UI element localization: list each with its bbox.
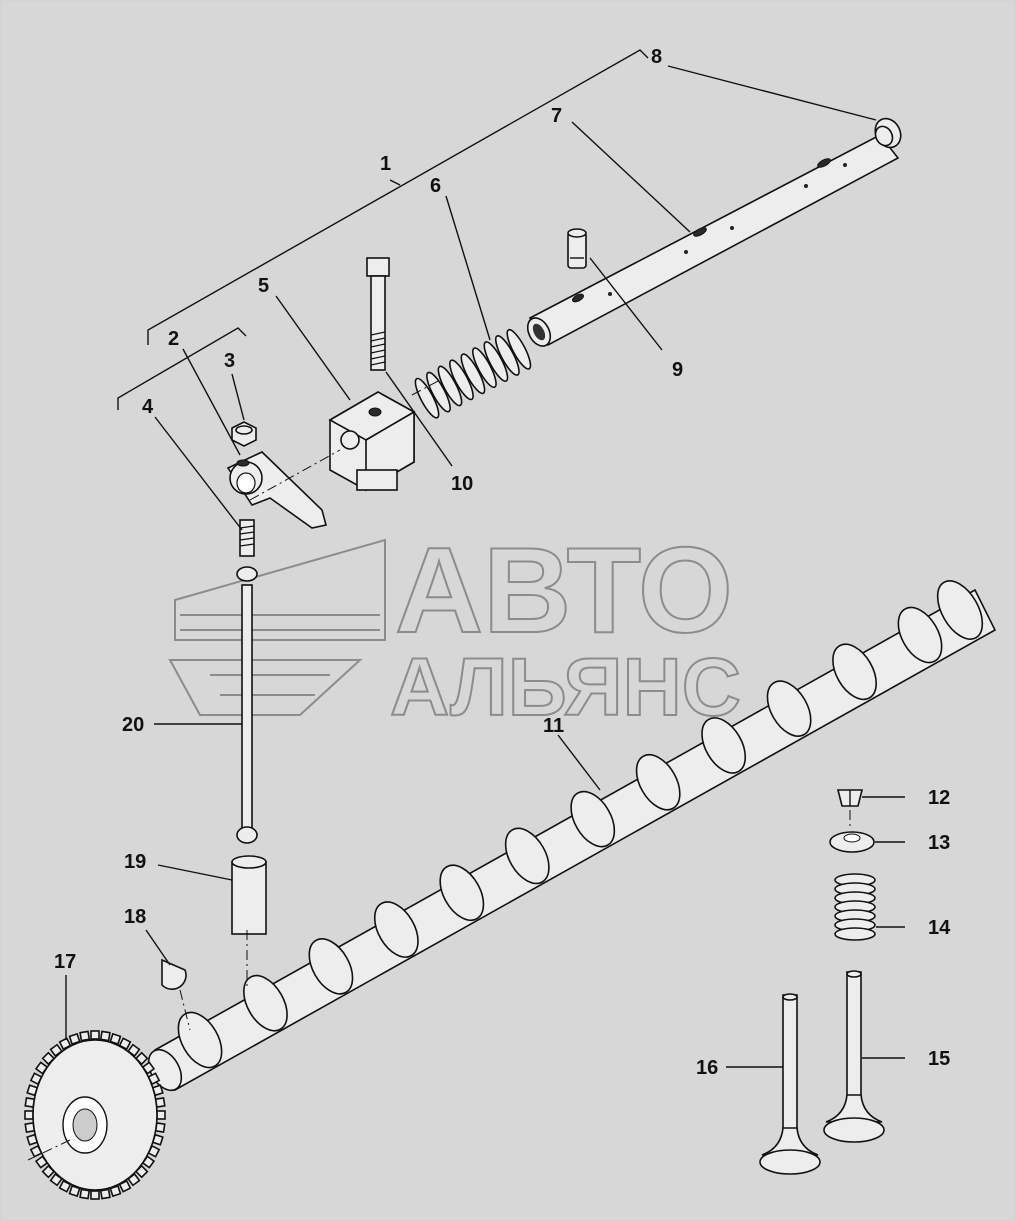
alignment-lines xyxy=(27,379,851,1161)
shaft-spring xyxy=(414,328,532,419)
callout-14: 14 xyxy=(928,917,951,939)
callout-12: 12 xyxy=(928,787,950,809)
rocker-arm xyxy=(226,451,327,529)
callout-3: 3 xyxy=(224,350,235,372)
callout-4: 4 xyxy=(142,396,154,418)
watermark-line1: АВТО xyxy=(395,522,733,658)
gear-tooth xyxy=(79,1030,91,1042)
leader-1 xyxy=(389,179,401,186)
lock-nut xyxy=(231,421,257,447)
callout-18: 18 xyxy=(124,906,146,928)
watermark-line2: АЛЬЯНС xyxy=(390,642,741,733)
callout-7: 7 xyxy=(551,105,562,127)
callout-13: 13 xyxy=(928,832,950,854)
gear-tooth xyxy=(90,1190,100,1200)
callout-2: 2 xyxy=(168,328,179,350)
valve-spring-coil xyxy=(834,927,876,941)
callout-5: 5 xyxy=(258,275,269,297)
callout-11: 11 xyxy=(543,715,564,737)
cam-lobe xyxy=(635,753,681,811)
gear-tooth xyxy=(99,1030,111,1042)
cam-lobe xyxy=(243,974,288,1032)
spring-coil xyxy=(426,371,451,413)
callout-15: 15 xyxy=(928,1048,950,1070)
woodruff-key xyxy=(161,958,187,990)
gear-tooth xyxy=(79,1188,91,1200)
cam-lobe xyxy=(701,717,747,774)
spring-coil xyxy=(449,359,474,401)
tappet xyxy=(231,855,267,935)
callout-9: 9 xyxy=(672,359,683,381)
cam-lobe xyxy=(373,901,419,958)
callout-19: 19 xyxy=(124,851,146,873)
callout-6: 6 xyxy=(430,175,441,197)
gear-tooth xyxy=(99,1188,111,1200)
spring-coil xyxy=(460,353,486,395)
cam-lobe xyxy=(177,1011,223,1069)
cam-lobe xyxy=(766,680,812,737)
exhaust-valve xyxy=(823,970,885,1143)
adjusting-screw xyxy=(239,519,255,557)
gear-tooth xyxy=(90,1030,100,1040)
valve-collets xyxy=(836,789,864,807)
cam-lobe xyxy=(439,864,485,922)
spring-coil xyxy=(506,328,532,370)
spring-coil xyxy=(472,347,497,389)
callout-17: 17 xyxy=(54,951,76,973)
rocker-shaft xyxy=(526,133,900,347)
cam-lobe xyxy=(308,938,354,995)
valve-spring xyxy=(834,873,876,941)
cam-gear xyxy=(24,1030,166,1200)
gear-tooth xyxy=(24,1110,34,1120)
callout-8: 8 xyxy=(651,46,662,68)
cam-lobe xyxy=(570,790,616,848)
intake-valve xyxy=(759,993,821,1175)
leader-lines xyxy=(65,65,905,1068)
camshaft xyxy=(147,580,997,1092)
bracket-bolt xyxy=(366,257,390,371)
callout-10: 10 xyxy=(451,473,473,495)
spring-retainer xyxy=(829,831,875,853)
cam-lobe xyxy=(504,827,550,885)
spring-coil xyxy=(414,377,440,419)
cam-lobe xyxy=(832,643,877,701)
cam-lobe xyxy=(897,606,943,664)
subassembly-bracket xyxy=(117,327,247,410)
watermark-logo xyxy=(168,538,386,716)
spring-coil xyxy=(437,365,463,407)
callout-1: 1 xyxy=(380,153,391,175)
rocker-bracket xyxy=(328,391,416,492)
shaft-plug xyxy=(874,117,902,149)
spring-coil xyxy=(494,335,520,376)
gear-tooth xyxy=(156,1110,166,1120)
callout-16: 16 xyxy=(696,1057,718,1079)
assembly-bracket xyxy=(147,49,649,345)
pushrod xyxy=(236,566,258,844)
spring-coil xyxy=(483,341,509,382)
callout-20: 20 xyxy=(122,714,144,736)
set-screw xyxy=(567,228,587,269)
